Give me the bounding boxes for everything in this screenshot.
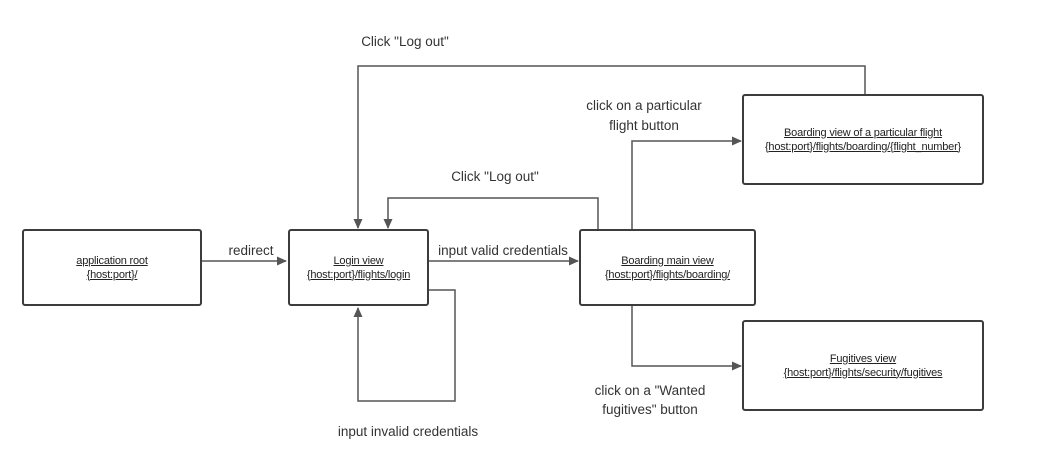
node-login-view: Login view {host:port}/flights/login: [288, 229, 429, 306]
node-application-root: application root {host:port}/: [22, 229, 202, 306]
edge-logout-mid: [383, 197, 599, 230]
node-application-root-url: {host:port}/: [86, 268, 138, 281]
node-boarding-flight-view-title: Boarding view of a particular flight: [784, 126, 942, 139]
edge-label-flight-button-line1: click on a particular: [586, 98, 702, 113]
node-boarding-flight-view-url: {host:port}/flights/boarding/{flight_num…: [764, 140, 962, 153]
node-boarding-flight-view: Boarding view of a particular flight {ho…: [742, 94, 984, 185]
edge-label-redirect: redirect: [228, 243, 274, 258]
node-boarding-main-view-url: {host:port}/flights/boarding/: [604, 268, 731, 281]
node-boarding-main-view-title: Boarding main view: [621, 254, 714, 267]
edge-logout-top: [353, 65, 866, 229]
edge-label-flight-button-line2: flight button: [609, 118, 679, 133]
edge-label-logout-mid: Click "Log out": [451, 169, 539, 184]
node-login-view-title: Login view: [333, 254, 384, 267]
node-application-root-title: application root: [76, 254, 148, 267]
edge-label-wanted-line1: click on a "Wanted: [594, 383, 706, 398]
edge-label-valid-credentials: input valid credentials: [438, 243, 568, 258]
node-fugitives-view-title: Fugitives view: [829, 352, 897, 365]
edge-invalid-credentials: [353, 289, 456, 402]
edge-flight-button: [631, 136, 742, 230]
node-fugitives-view: Fugitives view {host:port}/flights/secur…: [742, 320, 984, 411]
edge-label-wanted-line2: fugitives" button: [602, 402, 698, 417]
edge-wanted-fugitives: [631, 306, 742, 371]
node-fugitives-view-url: {host:port}/flights/security/fugitives: [783, 366, 943, 379]
node-login-view-url: {host:port}/flights/login: [306, 268, 411, 281]
node-boarding-main-view: Boarding main view {host:port}/flights/b…: [579, 229, 756, 306]
edge-label-invalid-credentials: input invalid credentials: [337, 424, 479, 439]
edge-label-logout-top: Click "Log out": [361, 34, 449, 49]
